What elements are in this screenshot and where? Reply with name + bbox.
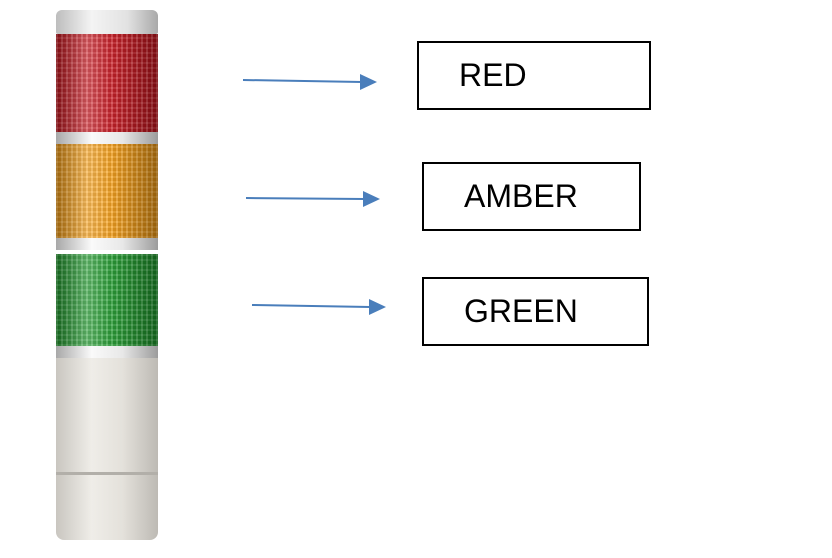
- tower-ring: [56, 346, 158, 358]
- tower-cap: [56, 10, 158, 34]
- green-lamp: [56, 254, 158, 346]
- red-label-box: RED: [417, 41, 651, 110]
- signal-tower: [52, 10, 162, 545]
- tower-base-groove: [56, 472, 158, 475]
- green-label-box: GREEN: [422, 277, 649, 346]
- amber-label: AMBER: [464, 178, 578, 214]
- amber-label-box: AMBER: [422, 162, 641, 231]
- arrow-to-amber: [245, 191, 380, 207]
- tower-ring: [56, 132, 158, 144]
- green-label: GREEN: [464, 293, 578, 329]
- arrow-to-red: [242, 74, 377, 90]
- tower-ring: [56, 238, 158, 250]
- amber-lamp: [56, 144, 158, 238]
- red-lamp: [56, 34, 158, 134]
- tower-base: [56, 358, 158, 540]
- red-label: RED: [459, 57, 527, 93]
- arrow-to-green: [251, 299, 386, 315]
